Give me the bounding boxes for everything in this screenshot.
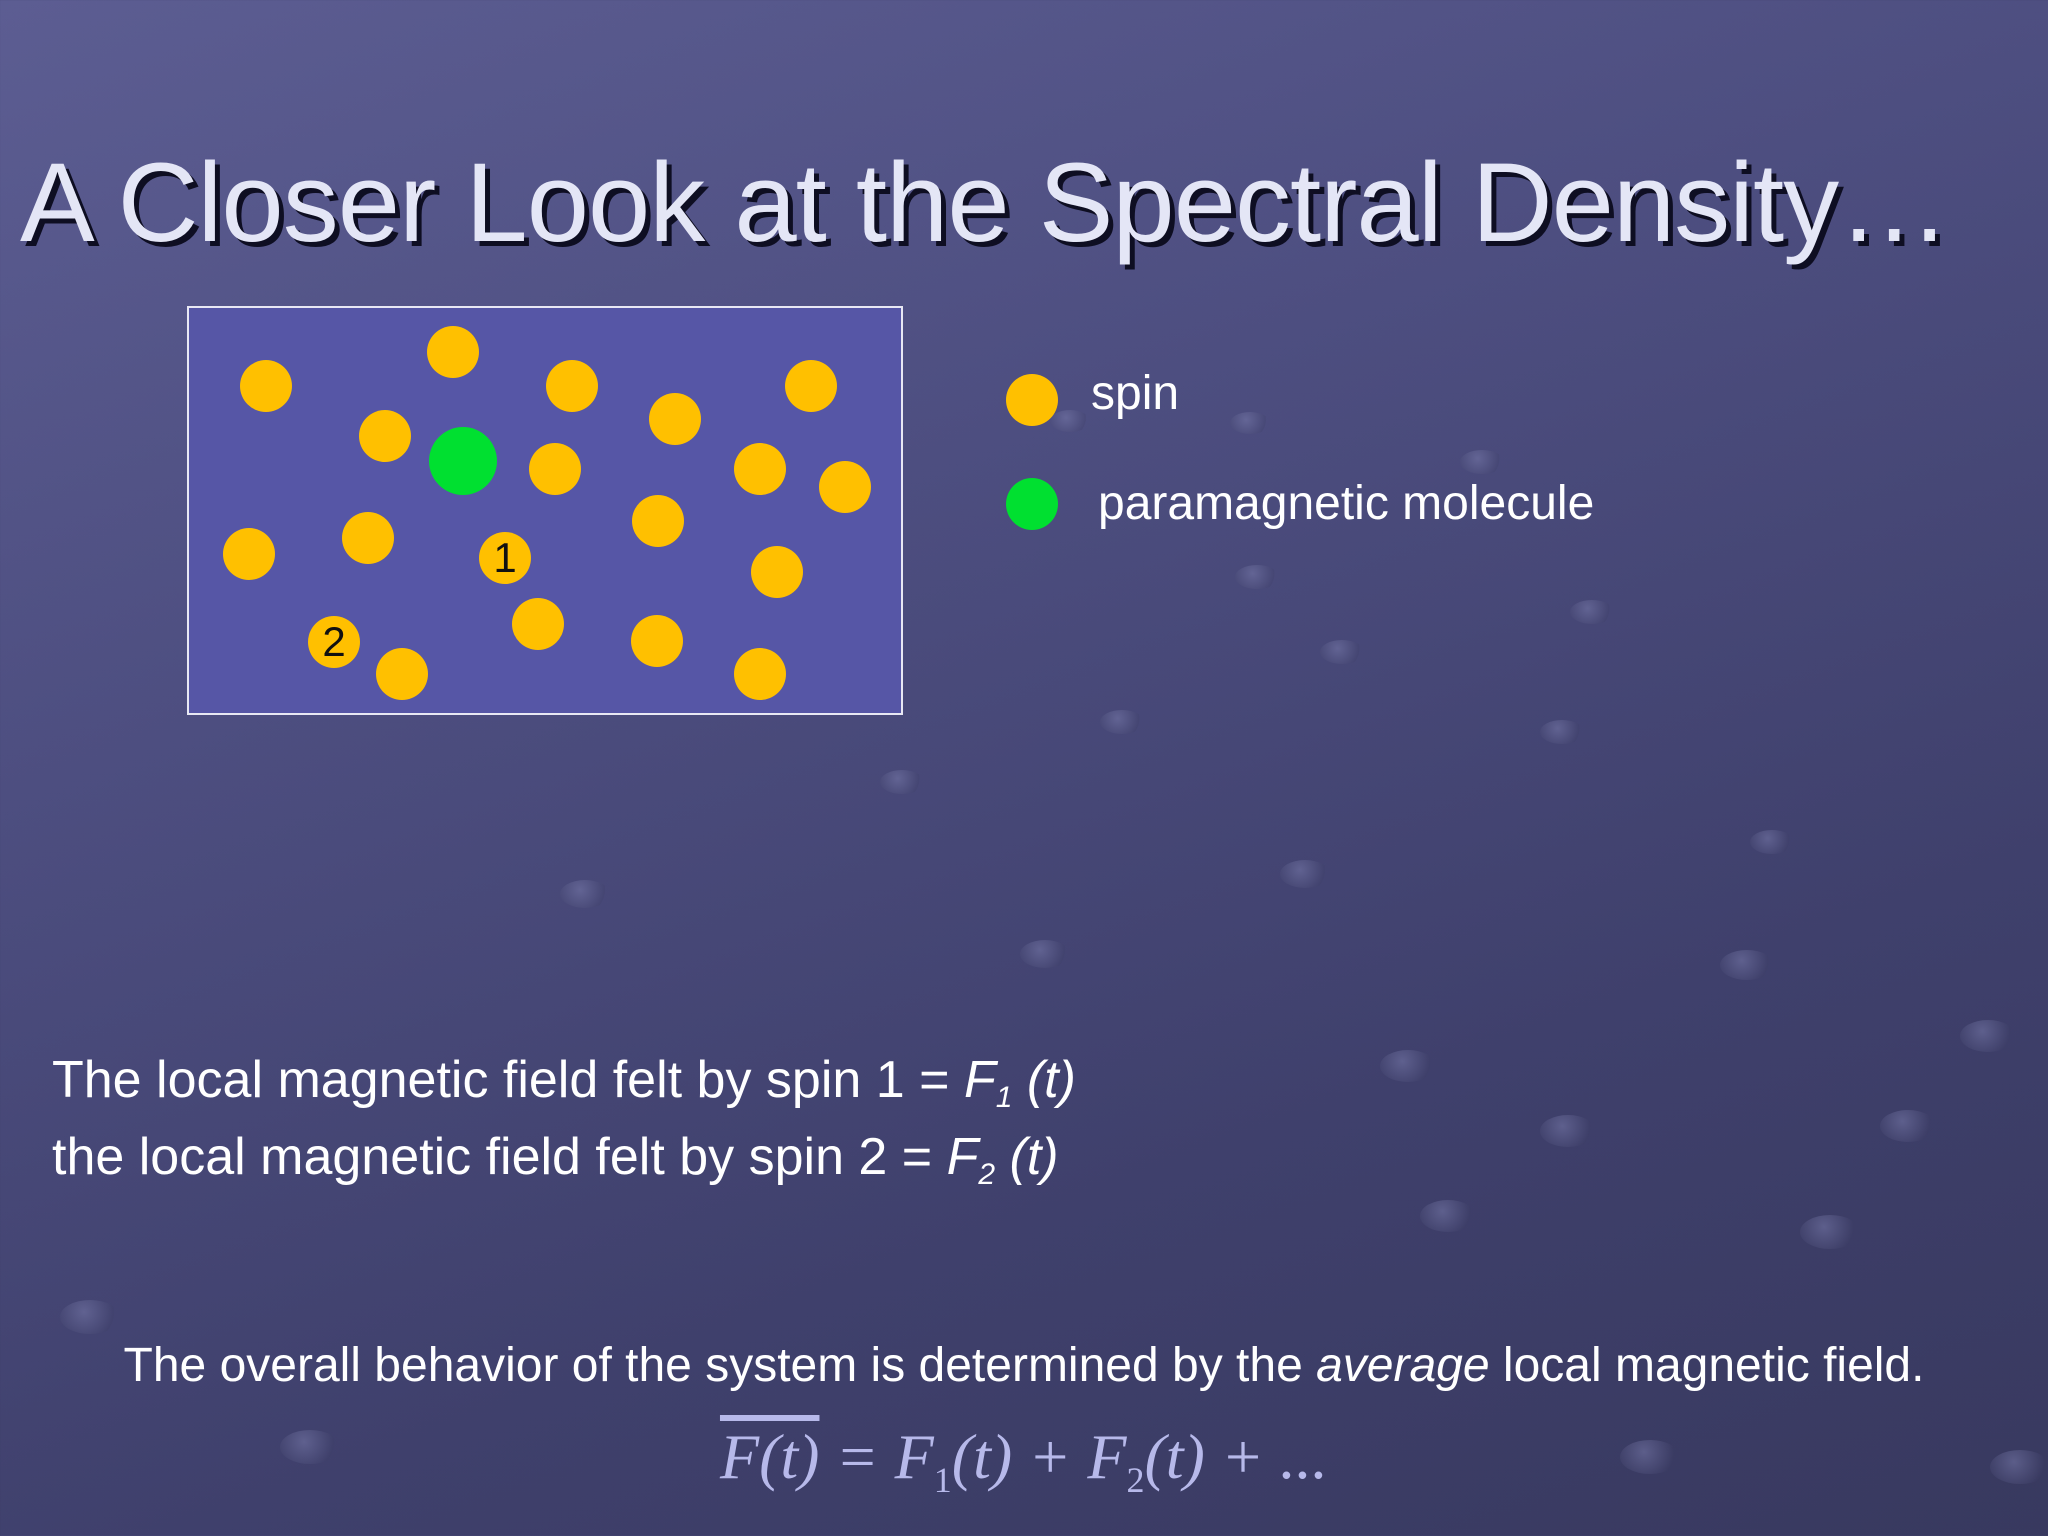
background-dot <box>1990 1450 2048 1484</box>
background-dot <box>1540 720 1584 744</box>
summary-emphasis: average <box>1316 1339 1490 1392</box>
legend-spin-label: spin <box>1091 367 1180 420</box>
spin-dot <box>376 648 428 700</box>
equation-sub2: 2 <box>1126 1460 1145 1500</box>
line1-subscript: 1 <box>995 1081 1013 1114</box>
spin-dot <box>819 461 871 513</box>
background-dot <box>1750 830 1794 854</box>
equation-lhs: F(t) <box>719 1421 820 1492</box>
equation-tail: (t) + ... <box>1144 1421 1329 1492</box>
spin-dot-2 <box>308 616 360 668</box>
background-dot <box>1100 710 1144 734</box>
spin-dot <box>342 512 394 564</box>
spin-dot <box>427 326 479 378</box>
background-dot <box>60 1300 120 1334</box>
spin-diagram-box: 1 2 <box>187 306 903 715</box>
background-dot <box>1720 950 1774 980</box>
summary-prefix: The overall behavior of the system is de… <box>123 1339 1317 1392</box>
average-field-equation: F(t) = F1(t) + F2(t) + ... <box>0 1420 2048 1501</box>
spin-label-2: 2 <box>322 618 346 665</box>
spin-dot <box>240 360 292 412</box>
spin-label-1: 1 <box>493 534 517 581</box>
background-dot <box>1280 860 1330 888</box>
background-dot <box>1320 640 1364 664</box>
spin-dot <box>632 495 684 547</box>
line2-text: the local magnetic field felt by spin 2 … <box>52 1128 947 1186</box>
background-dot <box>1380 1050 1436 1082</box>
background-dot <box>1230 412 1270 434</box>
spin-dot <box>529 443 581 495</box>
background-dot <box>880 770 924 794</box>
background-dot <box>560 880 610 908</box>
background-dot <box>1800 1215 1860 1249</box>
background-dot <box>1960 1020 2016 1052</box>
summary-sentence: The overall behavior of the system is de… <box>0 1338 2048 1393</box>
spin2-field-line: the local magnetic field felt by spin 2 … <box>52 1127 1059 1192</box>
line1-text: The local magnetic field felt by spin 1 … <box>52 1051 964 1109</box>
line2-t: (t) <box>995 1128 1059 1186</box>
equation-mid: (t) + F <box>951 1421 1127 1492</box>
line2-subscript: 2 <box>978 1158 996 1191</box>
paramagnetic-molecule-dot <box>429 427 497 495</box>
equation-eq: = F <box>819 1421 934 1492</box>
spin-dot-1 <box>479 532 531 584</box>
background-dot <box>1570 600 1614 624</box>
spin-dot <box>223 528 275 580</box>
legend-paramagnetic-label: paramagnetic molecule <box>1098 477 1595 530</box>
legend-spin-dot <box>1006 374 1058 426</box>
spin1-field-line: The local magnetic field felt by spin 1 … <box>52 1050 1076 1115</box>
spin-dot <box>734 443 786 495</box>
summary-suffix: local magnetic field. <box>1489 1339 1925 1392</box>
spin-dot <box>631 615 683 667</box>
background-dot <box>1540 1115 1596 1147</box>
spin-dot <box>512 598 564 650</box>
spin-dot <box>785 360 837 412</box>
line1-t: (t) <box>1012 1051 1076 1109</box>
background-dot <box>1050 410 1090 432</box>
background-dot <box>1235 565 1279 589</box>
background-dot <box>1420 1200 1476 1232</box>
spin-dot <box>546 360 598 412</box>
spin-dot <box>734 648 786 700</box>
equation-sub1: 1 <box>933 1460 952 1500</box>
background-dot <box>1460 450 1504 474</box>
slide-title: A Closer Look at the Spectral Density… <box>20 140 1950 265</box>
background-dot <box>280 1430 340 1464</box>
line1-f: F <box>963 1051 996 1109</box>
legend-paramagnetic-dot <box>1006 478 1058 530</box>
background-dot <box>1020 940 1070 968</box>
spin-dot <box>359 410 411 462</box>
spin-dot <box>751 546 803 598</box>
background-dot <box>1620 1440 1680 1474</box>
spin-dot <box>649 393 701 445</box>
line2-f: F <box>946 1128 979 1186</box>
background-dot <box>1880 1110 1936 1142</box>
